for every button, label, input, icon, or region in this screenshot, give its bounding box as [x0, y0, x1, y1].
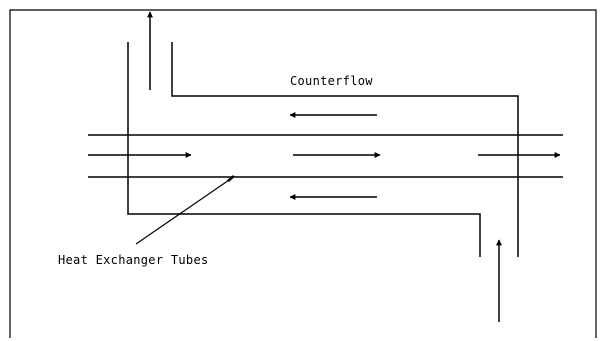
frame-border	[9, 9, 597, 338]
shell-outer-wall	[127, 42, 481, 257]
tube-leader-line	[135, 177, 233, 245]
shell-inner-wall	[171, 42, 519, 257]
counterflow-label: Counterflow	[290, 74, 373, 88]
tube-leader-tip	[227, 175, 235, 182]
heat-exchanger-tubes-label: Heat Exchanger Tubes	[58, 253, 209, 267]
